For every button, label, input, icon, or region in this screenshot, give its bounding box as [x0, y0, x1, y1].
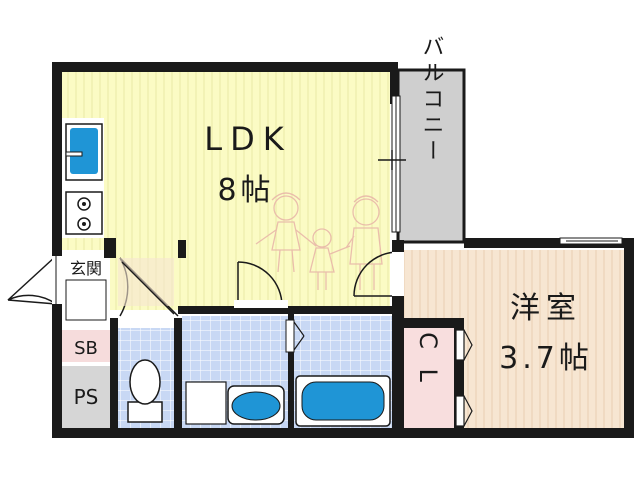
closet-label: C L [414, 332, 442, 388]
entrance-label: 玄関 [70, 259, 102, 278]
washbasin-icon [227, 385, 285, 425]
ldk-door [237, 261, 283, 307]
western-room-label: 洋室 [510, 291, 582, 326]
pipe-space-label: PS [74, 385, 99, 409]
shoebox-label: SB [74, 338, 98, 359]
closet-floor [402, 328, 454, 428]
washing-machine-space [185, 381, 227, 425]
walls [52, 62, 634, 438]
ldk-floor [62, 72, 390, 310]
balcony-label: バルコニー [419, 35, 444, 165]
western-room-door [353, 251, 399, 297]
ldk-label: LDK [204, 120, 291, 158]
entrance-step [65, 279, 107, 321]
entrance-door [7, 255, 57, 305]
shoebox-area [62, 330, 110, 362]
kitchen-sink-icon [65, 123, 103, 181]
family-watermark-icon [255, 192, 383, 290]
balcony-area [398, 70, 464, 242]
ldk-size-label: 8帖 [217, 173, 274, 208]
closet-doors [455, 329, 473, 427]
bathtub-icon [295, 375, 391, 427]
gas-stove-icon [65, 191, 103, 235]
western-room-size-label: 3.7帖 [499, 341, 593, 376]
pipe-space-area [62, 366, 110, 428]
toilet-icon [127, 359, 163, 423]
